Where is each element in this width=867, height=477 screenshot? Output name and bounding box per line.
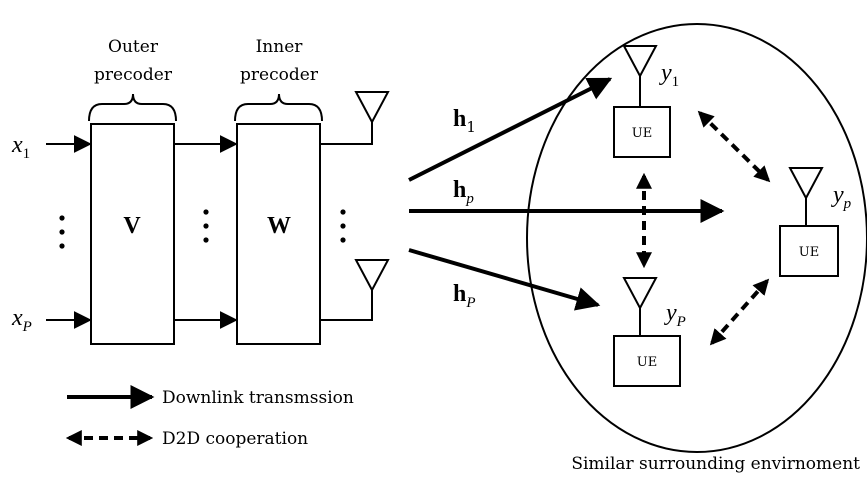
- channel-arrow-hP: [408, 248, 601, 311]
- inner-precoder-brace: [234, 93, 323, 122]
- environment-boundary: [526, 23, 867, 453]
- antenna-ellipsis: [340, 209, 346, 243]
- outer-precoder-brace: [88, 93, 177, 122]
- user-P-device-label: UE: [637, 355, 657, 370]
- legend-downlink-label: Downlink transmssion: [162, 388, 354, 408]
- outer-precoder-label-line2: precoder: [94, 65, 173, 85]
- between-precoder-ellipsis: [203, 209, 209, 243]
- user-P-signal-label: yP: [664, 300, 686, 330]
- channel-label-h1: h1: [453, 106, 476, 136]
- user-p-antenna: [788, 167, 824, 226]
- inner-precoder-block: [236, 123, 321, 345]
- channel-label-hp: hp: [453, 177, 474, 207]
- environment-caption: Similar surrounding envirnoment: [571, 454, 860, 474]
- user-1-device-label: UE: [632, 126, 652, 141]
- tx-antenna-bottom: [320, 259, 390, 321]
- input-xP-label: xP: [11, 305, 32, 335]
- d2d-arrow-P-p: [709, 278, 770, 346]
- d2d-arrow-1-p: [697, 110, 771, 183]
- outer-precoder-label-line1: Outer: [108, 37, 159, 57]
- user-1-signal-label: y1: [659, 60, 679, 90]
- user-1-antenna: [622, 45, 658, 107]
- user-P-antenna: [622, 277, 658, 336]
- user-p-device: [779, 225, 839, 277]
- tx-antenna-top: [320, 91, 390, 145]
- channel-label-hP: hP: [453, 281, 476, 311]
- inner-precoder-label-line2: precoder: [240, 65, 319, 85]
- input-ellipsis: [59, 215, 65, 249]
- inner-precoder-matrix: W: [267, 213, 291, 239]
- user-p-signal-label: yp: [831, 182, 852, 212]
- legend-d2d-label: D2D cooperation: [162, 429, 308, 449]
- inner-precoder-label-line1: Inner: [256, 37, 304, 57]
- input-x1-label: x1: [11, 132, 30, 162]
- user-p-device-label: UE: [799, 245, 819, 260]
- user-1-device: [613, 106, 671, 158]
- outer-precoder-matrix: V: [123, 213, 141, 239]
- outer-precoder-block: [90, 123, 175, 345]
- channel-arrow-h1: [408, 77, 613, 182]
- user-P-device: [613, 335, 681, 387]
